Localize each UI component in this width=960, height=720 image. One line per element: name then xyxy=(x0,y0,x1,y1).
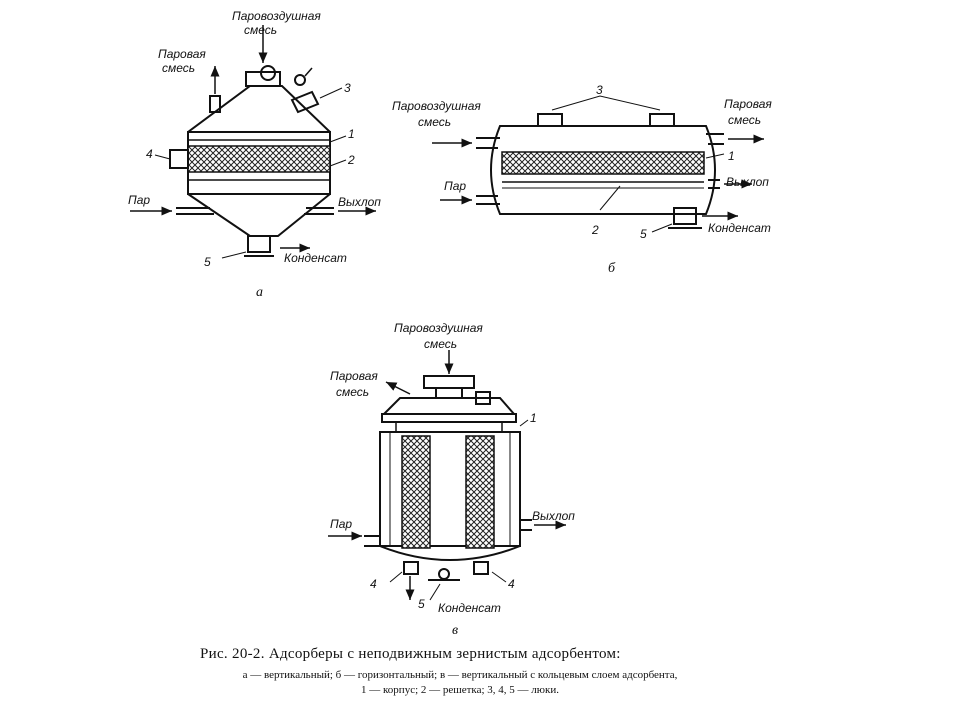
diagram-b-label-left-2: смесь xyxy=(418,115,451,129)
diagram-b-num-1: 1 xyxy=(728,149,735,163)
diagram-a-num-2: 2 xyxy=(347,153,355,167)
figure-caption-line-1: а — вертикальный; б — горизонтальный; в … xyxy=(242,669,678,681)
diagram-b-label-right-1: Паровая xyxy=(724,97,772,111)
diagram-c-sublabel: в xyxy=(452,623,458,638)
diagram-b-horizontal xyxy=(432,95,764,233)
diagram-a-num-4: 4 xyxy=(146,147,153,161)
diagram-a-label-exhaust: Выхлоп xyxy=(338,195,381,209)
diagram-a-label-top-1: Паровоздушная xyxy=(232,9,321,23)
diagram-c-label-condensate: Конденсат xyxy=(438,601,501,615)
diagram-c-ring-bed xyxy=(328,350,566,601)
diagram-b-label-condensate: Конденсат xyxy=(708,221,771,235)
diagram-b-label-right-2: смесь xyxy=(728,113,761,127)
diagram-a-label-condensate: Конденсат xyxy=(284,251,347,265)
diagram-a-num-3: 3 xyxy=(344,81,351,95)
diagram-a-vertical xyxy=(130,25,376,259)
diagram-c-num-1: 1 xyxy=(530,411,537,425)
diagram-b-sublabel: б xyxy=(608,261,616,276)
diagram-c-label-left-2: смесь xyxy=(336,385,369,399)
diagram-c-body xyxy=(379,431,521,547)
diagram-b-label-left-1: Паровоздушная xyxy=(392,99,481,113)
adsorber-diagrams: Паровоздушная смесь Паровая смесь Пар Вы… xyxy=(128,9,772,638)
diagram-c-label-top-2: смесь xyxy=(424,337,457,351)
diagram-c-lid xyxy=(381,397,517,415)
diagram-a-label-steam: Пар xyxy=(128,193,150,207)
diagram-a-label-left-1: Паровая xyxy=(158,47,206,61)
diagram-c-num-4-left: 4 xyxy=(370,577,377,591)
diagram-b-adsorbent-bed xyxy=(501,151,705,175)
diagram-b-num-3: 3 xyxy=(596,83,603,97)
diagram-a-num-5: 5 xyxy=(204,255,211,269)
diagram-b-num-5: 5 xyxy=(640,227,647,241)
diagram-b-label-exhaust: Выхлоп xyxy=(726,175,769,189)
diagram-a-num-1: 1 xyxy=(348,127,355,141)
diagram-a-inlet-nozzle xyxy=(245,71,281,87)
diagram-c-num-4-right: 4 xyxy=(508,577,515,591)
diagram-c-bottom xyxy=(379,545,521,561)
diagram-a-label-top-2: смесь xyxy=(244,23,277,37)
diagram-b-body xyxy=(490,125,716,215)
diagram-c-label-steam: Пар xyxy=(330,517,352,531)
diagram-b-num-2: 2 xyxy=(591,223,599,237)
diagram-c-label-top-1: Паровоздушная xyxy=(394,321,483,335)
diagram-c-label-exhaust: Выхлоп xyxy=(532,509,575,523)
diagram-a-adsorbent-bed xyxy=(187,145,331,173)
figure-caption-title: Рис. 20-2. Адсорберы с неподвижным зерни… xyxy=(200,646,621,662)
diagram-c-ring-left xyxy=(401,435,431,549)
diagram-a-sublabel: а xyxy=(256,285,263,300)
diagram-c-label-left-1: Паровая xyxy=(330,369,378,383)
diagram-b-label-steam: Пар xyxy=(444,179,466,193)
diagram-c-num-5: 5 xyxy=(418,597,425,611)
figure-caption-line-2: 1 — корпус; 2 — решетка; 3, 4, 5 — люки. xyxy=(361,684,559,696)
figure-caption-body: а — вертикальный; б — горизонтальный; в … xyxy=(140,668,780,698)
diagram-a-label-left-2: смесь xyxy=(162,61,195,75)
diagram-c-ring-right xyxy=(465,435,495,549)
